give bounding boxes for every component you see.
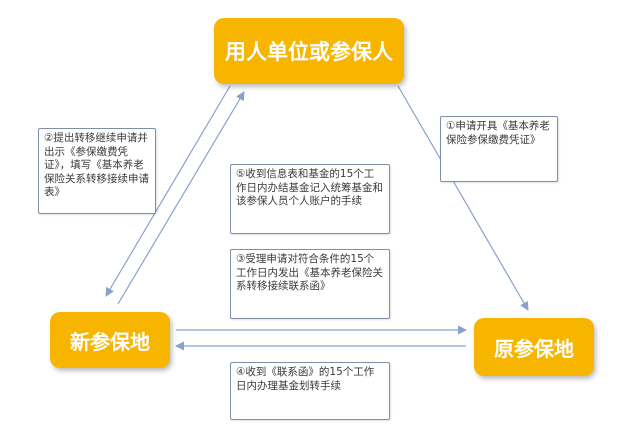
note-step-4: ④收到《联系函》的15个工作日内办理基金划转手续 xyxy=(230,362,390,420)
node-employer-or-insured: 用人单位或参保人 xyxy=(214,18,404,84)
arrow-new-to-employer xyxy=(117,91,245,305)
node-original-location: 原参保地 xyxy=(474,318,594,376)
arrow-employer-to-new xyxy=(105,85,231,297)
node-new-location: 新参保地 xyxy=(50,312,170,368)
arrow-employer-to-original xyxy=(397,85,529,311)
note-step-3: ③受理申请对符合条件的15个工作日内发出《基本养老保险关系转移接续联系函》 xyxy=(230,249,390,319)
note-step-2: ②提出转移继续申请并出示《参保缴费凭证》，填写《基本养老保险关系转移接续申请表》 xyxy=(38,128,156,214)
note-step-5: ⑤收到信息表和基金的15个工作日内办结基金记入统筹基金和该参保人员个人账户的手续 xyxy=(230,164,390,234)
note-step-1: ①申请开具《基本养老保险参保缴费凭证》 xyxy=(440,116,558,182)
